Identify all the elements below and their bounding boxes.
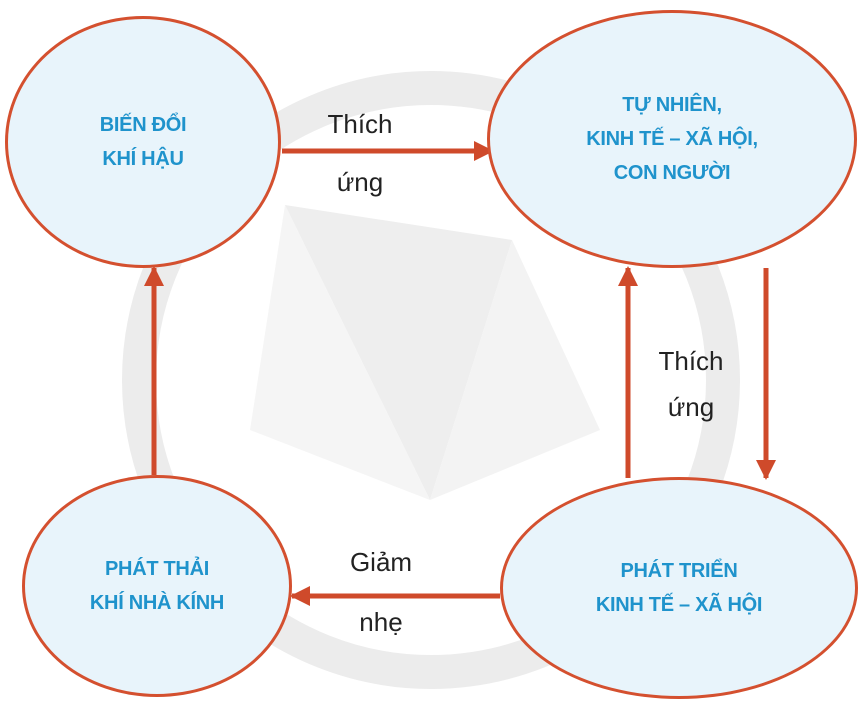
node-label: TỰ NHIÊN, xyxy=(622,94,722,116)
edge-label-line: Thích xyxy=(658,346,724,376)
node-label: PHÁT TRIỂN xyxy=(620,560,738,582)
node-label: KINH TẾ – XÃ HỘI xyxy=(595,594,763,616)
node-socio-economic-development: PHÁT TRIỂN KINH TẾ – XÃ HỘI xyxy=(500,477,858,699)
edge-label-adaptation-top: Thích ứng xyxy=(305,106,415,200)
node-label: CON NGƯỜI xyxy=(613,162,731,184)
node-greenhouse-emission: PHÁT THẢI KHÍ NHÀ KÍNH xyxy=(22,475,292,697)
node-climate-change: BIẾN ĐỔI KHÍ HẬU xyxy=(5,16,281,268)
edge-label-line: Thích xyxy=(327,109,393,139)
edge-label-line: ứng xyxy=(336,167,384,197)
node-label: BIẾN ĐỔI xyxy=(99,114,187,136)
edge-label-mitigation-bottom: Giảm nhẹ xyxy=(326,544,436,640)
node-label: KINH TẾ – XÃ HỘI, xyxy=(586,128,758,150)
node-nature-society-people: TỰ NHIÊN, KINH TẾ – XÃ HỘI, CON NGƯỜI xyxy=(487,10,857,268)
node-label: KHÍ NHÀ KÍNH xyxy=(89,592,225,614)
edge-label-line: Giảm xyxy=(349,547,413,577)
edge-label-adaptation-right: Thích ứng xyxy=(636,343,746,425)
edge-label-line: ứng xyxy=(667,392,715,422)
node-label: KHÍ HẬU xyxy=(102,148,184,170)
node-label: PHÁT THẢI xyxy=(105,558,209,580)
edge-label-line: nhẹ xyxy=(359,607,403,637)
